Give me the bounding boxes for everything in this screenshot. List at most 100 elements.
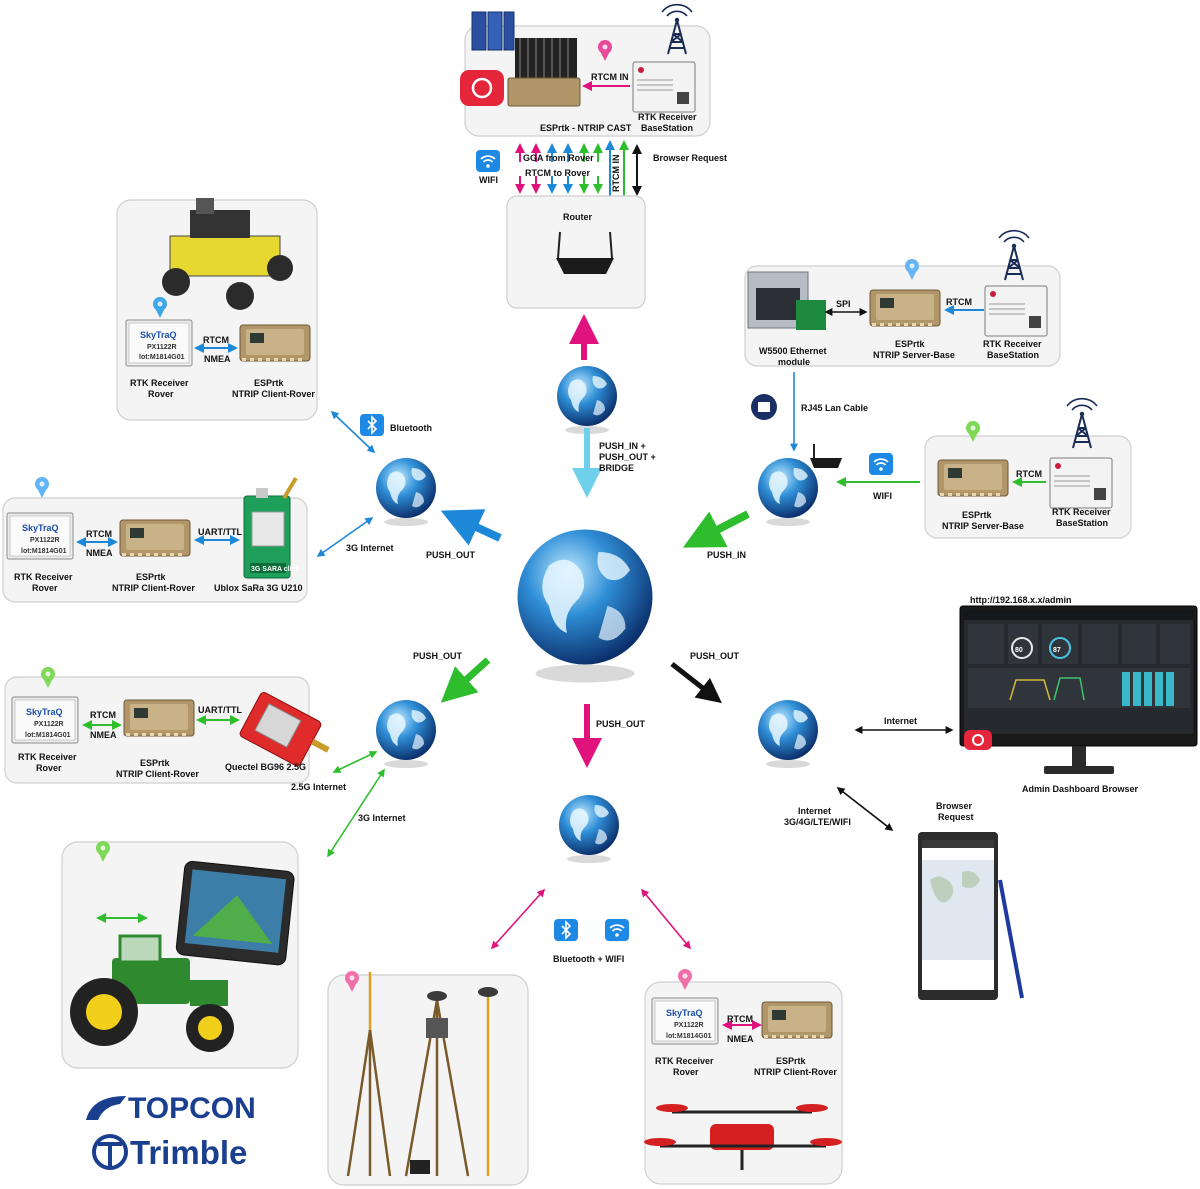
bg96-receiver-1: RTK Receiver (18, 752, 77, 762)
mobile-request-2: Request (938, 812, 974, 822)
push-bridge-3: BRIDGE (599, 463, 634, 473)
gps-display-icon (175, 860, 295, 966)
center-globe (517, 529, 653, 683)
wifi-base-esprtk-2: NTRIP Server-Base (942, 521, 1024, 531)
bg96-modem-board (239, 691, 330, 767)
bg96-modem: Quectel BG96 2.5G (225, 762, 306, 772)
rtcm-in-vertical-label: RTCM IN (611, 155, 621, 193)
wifi-icon (868, 452, 894, 476)
mobile-internet-arrow (836, 787, 894, 831)
push-out-left-label: PUSH_OUT (426, 550, 476, 560)
stylus-icon (998, 879, 1024, 999)
topcon-brand: TOPCON (128, 1092, 256, 1125)
bluetooth-label: Bluetooth (390, 423, 432, 433)
robot-esprtk-1: ESPrtk (254, 378, 285, 388)
lower-right-globe (758, 700, 818, 768)
monitor-icon (959, 605, 1198, 774)
w5500-ethernet-1: W5500 Ethernet (759, 346, 827, 356)
w5500-spi: SPI (836, 299, 851, 309)
upper-right-globe (758, 458, 818, 526)
router-icon (556, 231, 614, 274)
drone-esprtk-1: ESPrtk (776, 1056, 807, 1066)
bg96-esprtk-1: ESPrtk (140, 758, 171, 768)
gnss-antenna-icon (410, 987, 498, 1174)
wifi-icon (475, 149, 501, 173)
robot-esprtk-chip (239, 324, 311, 362)
sara-modem: Ublox SaRa 3G U210 (214, 583, 303, 593)
w5500-ethernet-2: module (778, 357, 810, 367)
robot-esprtk-2: NTRIP Client-Rover (232, 389, 315, 399)
wifi-base-wifi-label: WIFI (873, 491, 892, 501)
bluetooth-icon (359, 413, 385, 437)
ublox-receiver-caster (632, 61, 696, 113)
survey-card (327, 974, 529, 1186)
drone-rtcm: RTCM (727, 1014, 753, 1024)
green-push-out-arrow (440, 657, 491, 703)
top-globe (557, 366, 617, 434)
heatsink-icon (507, 38, 581, 107)
bluetooth-link-arrow (330, 410, 376, 454)
sara-model: PX1122R (30, 537, 60, 544)
trimble-logo-icon (92, 1134, 128, 1170)
drone-skytraq: SkyTraQ (666, 1008, 703, 1018)
browser-request-label: Browser Request (653, 153, 727, 163)
server-icon (471, 11, 515, 51)
admin-label: Admin Dashboard Browser (1022, 784, 1139, 794)
sara-esprtk-1: ESPrtk (136, 572, 167, 582)
black-push-out-arrow (670, 662, 722, 704)
wifi-base-esprtk-chip (937, 459, 1009, 497)
sara-receiver-2: Rover (32, 583, 58, 593)
bg96-model: PX1122R (34, 721, 64, 728)
rj45-label: RJ45 Lan Cable (801, 403, 868, 413)
caster-rtcm-in: RTCM IN (591, 72, 629, 82)
sara-modem-board (243, 476, 298, 579)
sara-3g-arrow (316, 517, 374, 557)
drone-link-arrow (640, 888, 692, 950)
lower-left-globe (376, 700, 436, 768)
bg96-3g-internet: 3G Internet (358, 813, 406, 823)
bg96-lot: lot:M1814G01 (25, 732, 71, 739)
bg96-esprtk-chip (123, 699, 195, 737)
tractor-icon (70, 934, 234, 1052)
rtcm-to-rover-label: RTCM to Rover (525, 168, 590, 178)
robot-receiver-2: Rover (148, 389, 174, 399)
push-out-right-low-label: PUSH_OUT (690, 651, 740, 661)
drone-lot: lot:M1814G01 (666, 1033, 712, 1040)
sara-3g-internet: 3G Internet (346, 543, 394, 553)
drone-receiver-2: Rover (673, 1067, 699, 1077)
bottom-globe (559, 795, 619, 863)
w5500-receiver-2: BaseStation (987, 350, 1039, 360)
ublox-receiver-wifi-base (1049, 457, 1113, 509)
wifi-base-receiver-2: BaseStation (1056, 518, 1108, 528)
bg96-25g-internet: 2.5G Internet (291, 782, 346, 792)
ethernet-module-icon (747, 271, 826, 330)
sara-board-text: 3G SARA click (251, 566, 299, 573)
router-label: Router (563, 212, 592, 222)
sara-rtcm: RTCM (86, 529, 112, 539)
robot-receiver-1: RTK Receiver (130, 378, 189, 388)
wifi-base-rtcm: RTCM (1016, 469, 1042, 479)
bt-wifi-label: Bluetooth + WIFI (553, 954, 624, 964)
trimble-brand: Trimble (130, 1134, 247, 1171)
bg96-nmea: NMEA (90, 730, 117, 740)
push-bridge-1: PUSH_IN + (599, 441, 646, 451)
drone-esprtk-chip (761, 1001, 833, 1039)
blue-push-out-arrow (440, 509, 502, 546)
admin-gauge-2: 87 (1053, 647, 1061, 654)
pin-icon (35, 477, 49, 498)
sara-skytraq: SkyTraQ (22, 523, 59, 533)
bg96-25g-arrow (332, 751, 378, 773)
mobile-internet-2: 3G/4G/LTE/WIFI (784, 817, 851, 827)
router-icon (810, 444, 842, 468)
upper-left-globe (376, 458, 436, 526)
drone-receiver-1: RTK Receiver (655, 1056, 714, 1066)
drone-esprtk-2: NTRIP Client-Rover (754, 1067, 837, 1077)
w5500-receiver-1: RTK Receiver (983, 339, 1042, 349)
robot-rtcm: RTCM (203, 335, 229, 345)
bg96-receiver-2: Rover (36, 763, 62, 773)
bg96-rtcm: RTCM (90, 710, 116, 720)
bg96-uart: UART/TTL (198, 705, 242, 715)
smartphone-icon (918, 832, 998, 1000)
